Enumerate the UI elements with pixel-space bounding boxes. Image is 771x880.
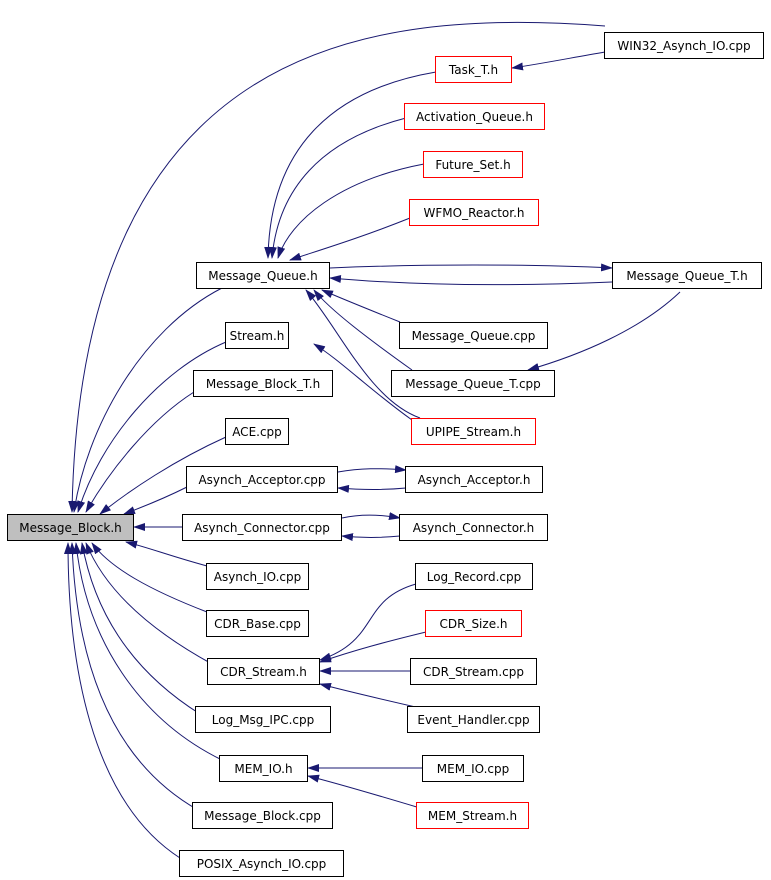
node-mem_io_h[interactable]: MEM_IO.h	[219, 755, 308, 782]
node-asynch_io_cpp[interactable]: Asynch_IO.cpp	[206, 563, 309, 590]
node-mem_io_cpp[interactable]: MEM_IO.cpp	[422, 755, 524, 782]
edge-win32_asynch_io_cpp-to-message_block_h	[68, 21, 606, 513]
node-cdr_stream_cpp[interactable]: CDR_Stream.cpp	[410, 658, 537, 685]
edge-event_handler_cpp-to-message_block_h	[80, 542, 201, 715]
edge-cdr_stream_h-to-message_block_h	[85, 542, 213, 665]
node-message_block_h: Message_Block.h	[7, 514, 134, 541]
edge-log_msg_ipc_cpp-to-cdr_stream_h	[319, 682, 421, 709]
edge-future_set_h-to-message_queue_h	[277, 163, 425, 259]
node-upipe_stream_h[interactable]: UPIPE_Stream.h	[411, 418, 536, 445]
edge-message_block_cpp-to-message_block_h	[68, 542, 199, 811]
edge-asynch_acceptor_cpp-to-message_block_h	[123, 486, 188, 515]
edge-asynch_connector_h-to-asynch_connector_cpp	[341, 533, 401, 542]
node-wfmo_reactor_h[interactable]: WFMO_Reactor.h	[409, 199, 539, 226]
node-log_record_cpp[interactable]: Log_Record.cpp	[415, 563, 533, 590]
node-stream_h[interactable]: Stream.h	[225, 322, 289, 349]
edge-upipe_stream_h-to-stream_h	[313, 343, 413, 421]
node-asynch_connector_cpp[interactable]: Asynch_Connector.cpp	[182, 514, 342, 541]
edge-activation_queue_h-to-message_queue_h	[268, 117, 407, 259]
edge-task_t_h-to-message_queue_h	[264, 71, 437, 259]
edge-message_queue_t_cpp-to-message_queue_h	[313, 289, 413, 371]
node-message_queue_t_h[interactable]: Message_Queue_T.h	[612, 262, 762, 289]
node-win32_asynch_io_cpp[interactable]: WIN32_Asynch_IO.cpp	[604, 32, 764, 59]
edge-mem_stream_h-to-mem_io_h	[307, 774, 421, 809]
node-asynch_connector_h[interactable]: Asynch_Connector.h	[399, 514, 548, 541]
node-task_t_h[interactable]: Task_T.h	[435, 56, 512, 83]
node-cdr_base_cpp[interactable]: CDR_Base.cpp	[206, 610, 309, 637]
edge-log_record_cpp-to-cdr_stream_h	[319, 583, 417, 661]
edge-asynch_acceptor_h-to-asynch_acceptor_cpp	[337, 484, 407, 493]
edge-message_queue_t_h-to-message_queue_t_cpp	[527, 291, 681, 371]
node-message_queue_t_cpp[interactable]: Message_Queue_T.cpp	[391, 370, 555, 397]
edge-asynch_connector_cpp-to-asynch_connector_h	[341, 512, 401, 520]
node-message_block_cpp[interactable]: Message_Block.cpp	[192, 802, 333, 829]
node-posix_asynch_io_cpp[interactable]: POSIX_Asynch_IO.cpp	[179, 850, 344, 877]
edge-message_queue_h-to-message_queue_t_h	[329, 263, 613, 272]
edge-ace_cpp-to-message_block_h	[99, 436, 227, 515]
node-activation_queue_h[interactable]: Activation_Queue.h	[404, 103, 545, 130]
edge-asynch_acceptor_cpp-to-asynch_acceptor_h	[337, 465, 407, 474]
edge-message_queue_cpp-to-message_queue_h	[321, 289, 401, 323]
edge-message_queue_h-to-message_block_h	[71, 287, 223, 513]
node-message_block_t_h[interactable]: Message_Block_T.h	[193, 370, 333, 397]
edge-message_queue_t_h-to-message_queue_h	[329, 274, 613, 286]
node-event_handler_cpp[interactable]: Log_Msg_IPC.cpp	[195, 706, 331, 733]
node-asynch_acceptor_cpp[interactable]: Asynch_Acceptor.cpp	[186, 466, 338, 493]
edge-cdr_base_cpp-to-message_block_h	[91, 542, 208, 613]
edge-cdr_size_h-to-cdr_stream_h	[319, 631, 427, 663]
node-log_msg_ipc_cpp[interactable]: Event_Handler.cpp	[407, 706, 540, 733]
edge-win32_asynch_io_cpp-to-task_t_h	[511, 51, 606, 71]
edge-wfmo_reactor_h-to-message_queue_h	[289, 217, 411, 261]
node-future_set_h[interactable]: Future_Set.h	[423, 151, 523, 178]
edge-mem_io_h-to-message_block_h	[73, 542, 223, 761]
node-message_queue_cpp[interactable]: Message_Queue.cpp	[399, 322, 548, 349]
node-asynch_acceptor_h[interactable]: Asynch_Acceptor.h	[405, 466, 543, 493]
node-ace_cpp[interactable]: ACE.cpp	[225, 418, 289, 445]
node-cdr_stream_h[interactable]: CDR_Stream.h	[207, 658, 320, 685]
node-message_queue_h[interactable]: Message_Queue.h	[196, 262, 330, 289]
edge-posix_asynch_io_cpp-to-message_block_h	[64, 542, 181, 859]
edge-stream_h-to-message_block_h	[77, 341, 227, 513]
node-cdr_size_h[interactable]: CDR_Size.h	[425, 610, 522, 637]
edge-asynch_io_cpp-to-message_block_h	[125, 540, 208, 567]
edge-upipe_stream_h-to-message_queue_h	[305, 289, 421, 419]
node-mem_stream_h[interactable]: MEM_Stream.h	[416, 802, 529, 829]
edge-message_block_t_h-to-message_block_h	[85, 391, 195, 513]
